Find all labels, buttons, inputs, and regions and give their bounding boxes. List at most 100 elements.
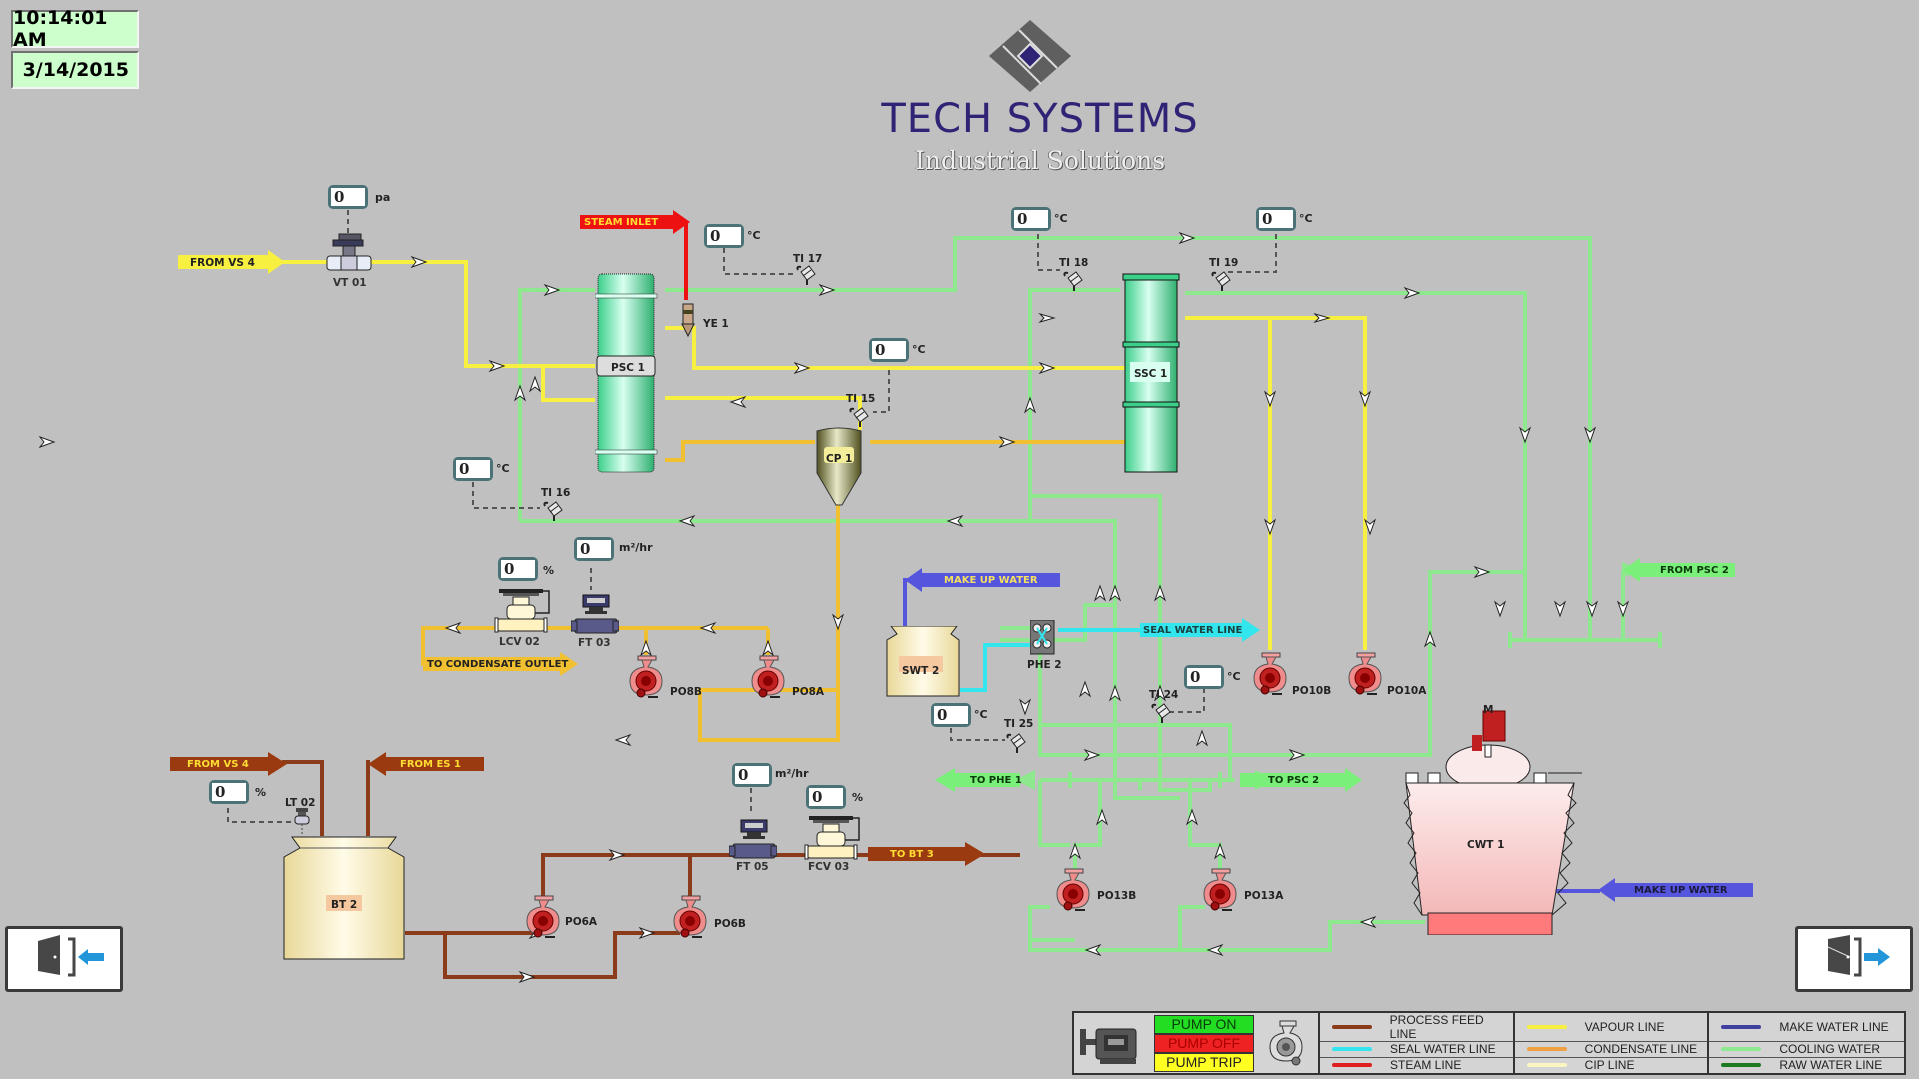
pump-po6b-label: PO6B [714,918,746,930]
ti25-sensor-icon[interactable] [1005,730,1029,754]
steam-inlet-label: STEAM INLET [584,217,659,228]
pump-po13a[interactable] [1198,868,1242,912]
from-es1-label: FROM ES 1 [400,759,461,770]
ti19-sensor-icon[interactable] [1210,268,1234,292]
next-screen-button[interactable] [1795,926,1913,992]
to-phe1-label: TO PHE 1 [970,775,1022,786]
lcv02-control-valve[interactable] [493,585,553,635]
ye1-strainer[interactable] [680,298,696,340]
brand-tagline: Industrial Solutions [914,146,1166,175]
ti25-unit: °C [974,708,988,721]
ti24-tag: TI 24 [1149,689,1179,701]
company-logo-icon [989,20,1071,92]
lt02-unit: % [255,786,267,799]
ti15-value: 0 [872,341,906,359]
ti16-display: 0 [453,457,493,481]
ti25-display: 0 [931,703,971,727]
ti15-display: 0 [869,338,909,362]
lt02-tag: LT 02 [285,797,316,809]
ti15-sensor-icon[interactable] [848,404,872,428]
fcv03-unit: % [852,791,864,804]
pump-po6b[interactable] [668,895,712,939]
back-screen-button[interactable] [5,926,123,992]
pump-po8a-label: PO8A [792,686,825,698]
pump-po8b[interactable] [624,655,668,699]
ti16-tag: TI 16 [541,487,571,499]
motor-pump-icon [1080,1028,1137,1064]
cp1-label: CP 1 [826,453,853,465]
phe2-label: PHE 2 [1027,659,1062,671]
brand-name: TECH SYSTEMS [881,96,1199,142]
fcv03-value: 0 [809,788,843,806]
legend-pump-status: PUMP ON PUMP OFF PUMP TRIP [1074,1013,1320,1073]
ti24-display: 0 [1184,665,1224,689]
fcv03-control-valve[interactable] [803,812,863,862]
pump-po13b[interactable] [1051,868,1095,912]
to-psc2-label: TO PSC 2 [1268,775,1320,786]
ti18-display: 0 [1011,207,1051,231]
legend-process-feed: PROCESS FEED LINE [1320,1013,1515,1042]
exit-door-left-icon [38,935,104,977]
psc1-column[interactable] [595,272,665,474]
pump-po6a[interactable] [521,895,565,939]
ft03-flow-meter[interactable] [571,593,619,637]
date-display: 3/14/2015 [11,51,139,89]
centrifugal-pump-icon [1269,1020,1303,1066]
ft05-display: 0 [732,763,772,787]
ti15-tag: TI 15 [846,393,876,405]
legend-raw-water: RAW WATER LINE [1709,1058,1904,1074]
pump-po10a-label: PO10A [1387,685,1427,697]
ft05-value: 0 [735,766,769,784]
lcv02-display: 0 [498,557,538,581]
vt01-valve[interactable] [325,232,373,274]
legend-seal-water: SEAL WATER LINE [1320,1042,1515,1058]
swt2-tank[interactable] [885,626,963,698]
ft05-tag: FT 05 [736,861,769,873]
pump-po8b-label: PO8B [670,686,702,698]
psc1-label: PSC 1 [611,362,645,374]
phe2-exchanger[interactable] [1030,620,1056,656]
pump-po8a[interactable] [746,655,790,699]
lcv02-value: 0 [501,560,535,578]
ti16-unit: °C [496,462,510,475]
ti19-display: 0 [1256,207,1296,231]
ft03-value: 0 [577,540,611,558]
ti25-tag: TI 25 [1004,718,1034,730]
fcv03-tag: FCV 03 [808,861,850,873]
ft05-unit: m²/hr [775,767,809,780]
pump-po10b-label: PO10B [1292,685,1332,697]
to-bt3-label: TO BT 3 [890,849,934,860]
ft03-display: 0 [574,537,614,561]
ti17-unit: °C [747,229,761,242]
pump-po10a[interactable] [1343,652,1387,696]
flow-arrows [38,231,1630,984]
ssc1-column[interactable] [1122,272,1182,474]
cwt1-cooling-tower[interactable] [1402,705,1584,935]
bt2-tank[interactable] [282,835,406,961]
pump-po13a-label: PO13A [1244,890,1284,902]
make-up-water-cwt-label: MAKE UP WATER [1634,885,1728,896]
ti16-value: 0 [456,460,490,478]
ti18-sensor-icon[interactable] [1062,268,1086,292]
vt01-unit: pa [375,191,391,204]
ft05-flow-meter[interactable] [729,818,777,862]
ti24-value: 0 [1187,668,1221,686]
lt02-value: 0 [212,783,246,801]
from-vs4-vapour-label: FROM VS 4 [190,257,255,269]
legend-panel: PUMP ON PUMP OFF PUMP TRIP PROCESS FEED … [1072,1011,1906,1075]
lt02-level-transmitter[interactable] [294,808,310,834]
ft03-tag: FT 03 [578,637,611,649]
ti17-sensor-icon[interactable] [795,262,819,286]
legend-condensate: CONDENSATE LINE [1514,1042,1710,1058]
ti24-unit: °C [1227,670,1241,683]
from-vs4-feed-label: FROM VS 4 [187,759,249,770]
cwt1-motor-label: M [1483,704,1494,716]
to-condensate-outlet-label: TO CONDENSATE OUTLET [427,659,569,670]
fcv03-display: 0 [806,785,846,809]
ti24-sensor-icon[interactable] [1150,700,1174,724]
cp1-vessel[interactable] [814,425,864,509]
pump-off-status: PUMP OFF [1154,1034,1254,1053]
ti16-sensor-icon[interactable] [542,498,566,522]
pump-po10b[interactable] [1248,652,1292,696]
bt2-label: BT 2 [331,899,358,911]
